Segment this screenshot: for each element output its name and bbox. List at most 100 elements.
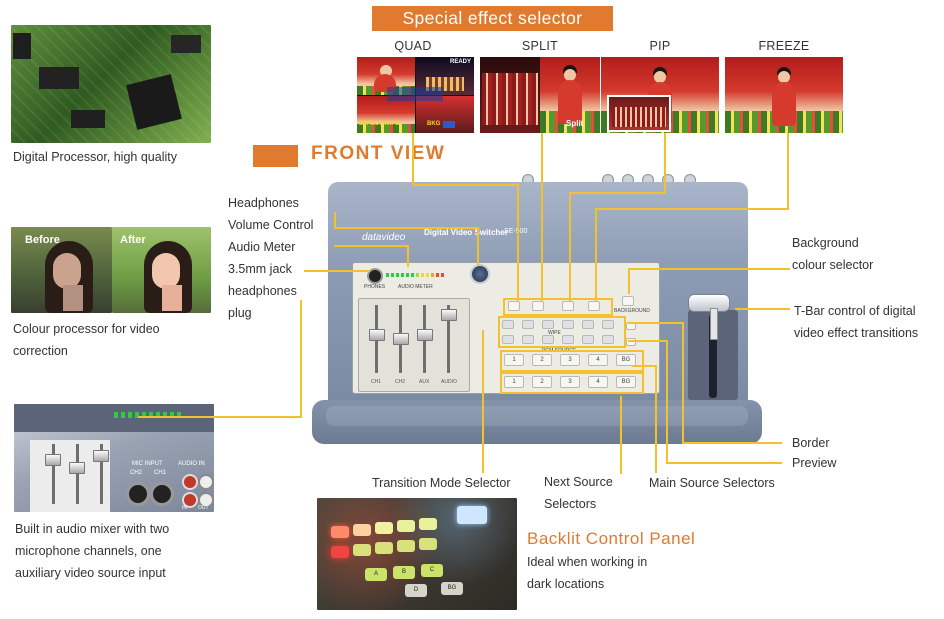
split-overlay-label: Split <box>566 119 584 128</box>
backlit-key-bg: BG <box>441 582 463 595</box>
transition-grid-outline <box>498 316 626 348</box>
effect-title-quad: QUAD <box>394 39 432 53</box>
fader-label-ch2: CH2 <box>395 379 406 385</box>
fader-label-audio: AUDIO <box>441 379 457 385</box>
mixer-caption-line-2: microphone channels, one <box>15 544 162 558</box>
colour-caption-line-2: correction <box>13 344 68 358</box>
device-model-number: SE-500 <box>504 228 528 235</box>
transition-callout: Transition Mode Selector <box>372 476 511 490</box>
wipe-label: WIPE <box>548 330 561 336</box>
audio-meter-callout: Audio Meter <box>228 240 296 254</box>
next-source-4[interactable]: 4 <box>588 376 608 388</box>
jack-callout-line-2: headphones <box>228 284 297 298</box>
background-callout: Background colour selector <box>792 232 873 276</box>
pip-effect-thumbnail <box>601 57 719 133</box>
mixer-mic-input-label: MIC INPUT <box>132 461 163 467</box>
fader-aux[interactable] <box>417 329 433 341</box>
backlit-desc-line-1: Ideal when working in <box>527 555 648 569</box>
backlit-key-b: B <box>393 566 415 579</box>
effect-button-2[interactable] <box>532 301 544 311</box>
backlit-panel-photo: A B C D BG <box>317 498 517 610</box>
next-source-3[interactable]: 3 <box>560 376 580 388</box>
next-source-bg[interactable]: BG <box>616 376 636 388</box>
rca-in-red-2 <box>182 492 198 508</box>
audio-meter <box>386 273 466 278</box>
transition-mode-grid <box>502 320 622 346</box>
rca-out-white-2 <box>198 492 214 508</box>
next-source-2[interactable]: 2 <box>532 376 552 388</box>
colour-processor-caption: Colour processor for video correction <box>13 318 160 362</box>
main-source-bg[interactable]: BG <box>616 354 636 366</box>
mixer-ch1-label: CH1 <box>154 470 167 476</box>
backlit-key-c: C <box>421 564 443 577</box>
main-source-1[interactable]: 1 <box>504 354 524 366</box>
quad-ready-label: READY <box>449 59 471 65</box>
backlit-key-a: A <box>365 568 387 581</box>
rca-in-red <box>182 474 198 490</box>
backlit-title: Backlit Control Panel <box>527 529 696 548</box>
mic-jack-ch2 <box>126 482 150 506</box>
quad-effect-thumbnail: READY EFFECT WIPE BKG <box>357 57 474 133</box>
mixer-out-label: OUT <box>198 505 209 511</box>
effect-title-pip: PIP <box>649 39 671 53</box>
switcher-device: datavideo Digital Video Switcher SE-500 … <box>312 174 762 444</box>
effect-row-outline <box>503 298 613 316</box>
background-colour-button[interactable] <box>622 296 634 306</box>
colour-after-photo: After <box>112 227 211 313</box>
next-source-callout-line-1: Next Source <box>544 475 613 489</box>
effect-title-split: SPLIT <box>521 39 559 53</box>
next-source-callout: Next Source Selectors <box>544 471 613 515</box>
jack-callout-line-3: plug <box>228 306 252 320</box>
rca-out-white <box>198 474 214 490</box>
effect-button-4[interactable] <box>588 301 600 311</box>
fader-ch1[interactable] <box>369 329 385 341</box>
backlit-key-d: D <box>405 584 427 597</box>
headphones-callout-line-2: Volume Control <box>228 218 314 232</box>
next-source-outline <box>500 372 644 394</box>
mixer-ch2-label: CH2 <box>130 470 143 476</box>
tbar-callout-line-2: video effect transitions <box>794 326 919 340</box>
main-source-3[interactable]: 3 <box>560 354 580 366</box>
backlit-desc-line-2: dark locations <box>527 577 605 591</box>
quad-bkg-label: BKG <box>427 121 441 127</box>
preview-button[interactable] <box>626 338 636 346</box>
effect-button-1[interactable] <box>508 301 520 311</box>
audio-fader-panel: CH1 CH2 AUX AUDIO <box>358 298 470 392</box>
quad-effect-wipe-label: EFFECT WIPE <box>359 121 400 127</box>
device-model: Digital Video Switcher <box>424 228 508 237</box>
digital-processor-caption: Digital Processor, high quality <box>13 150 177 164</box>
preview-callout: Preview <box>792 456 837 470</box>
fader-label-aux: AUX <box>419 379 430 385</box>
audio-mixer-photo: MIC INPUT AUDIO IN CH2 CH1 IN OUT <box>14 404 214 512</box>
colour-before-photo: Before <box>11 227 112 313</box>
headphones-callout-line-1: Headphones <box>228 196 299 210</box>
main-source-2[interactable]: 2 <box>532 354 552 366</box>
colour-caption-line-1: Colour processor for video <box>13 322 160 336</box>
background-callout-line-1: Background <box>792 236 859 250</box>
backlit-description: Ideal when working in dark locations <box>527 551 647 595</box>
freeze-effect-thumbnail <box>725 57 843 133</box>
tbar-callout: T-Bar control of digital video effect tr… <box>794 300 918 344</box>
after-label: After <box>120 234 146 246</box>
fader-audio[interactable] <box>441 309 457 321</box>
mic-jack-ch1 <box>150 482 174 506</box>
digital-processor-photo <box>11 25 211 143</box>
effect-button-3[interactable] <box>562 301 574 311</box>
tbar-callout-line-1: T-Bar control of digital <box>794 304 916 318</box>
next-source-1[interactable]: 1 <box>504 376 524 388</box>
front-view-bar <box>253 145 298 167</box>
fader-label-ch1: CH1 <box>371 379 382 385</box>
background-label: BACKGROUND <box>614 308 650 314</box>
background-callout-line-2: colour selector <box>792 258 874 272</box>
t-bar-handle[interactable] <box>688 294 730 312</box>
headphone-volume-knob[interactable] <box>470 264 490 284</box>
headphones-callout: Headphones Volume Control Audio Meter 3.… <box>228 192 313 324</box>
headphone-jack[interactable] <box>367 268 383 284</box>
fader-ch2[interactable] <box>393 333 409 345</box>
main-source-4[interactable]: 4 <box>588 354 608 366</box>
mixer-caption-line-3: auxiliary video source input <box>15 566 166 580</box>
before-label: Before <box>25 234 60 246</box>
mixer-caption-line-1: Built in audio mixer with two <box>15 522 170 536</box>
jack-callout-line-1: 3.5mm jack <box>228 262 292 276</box>
device-brand: datavideo <box>362 232 406 243</box>
